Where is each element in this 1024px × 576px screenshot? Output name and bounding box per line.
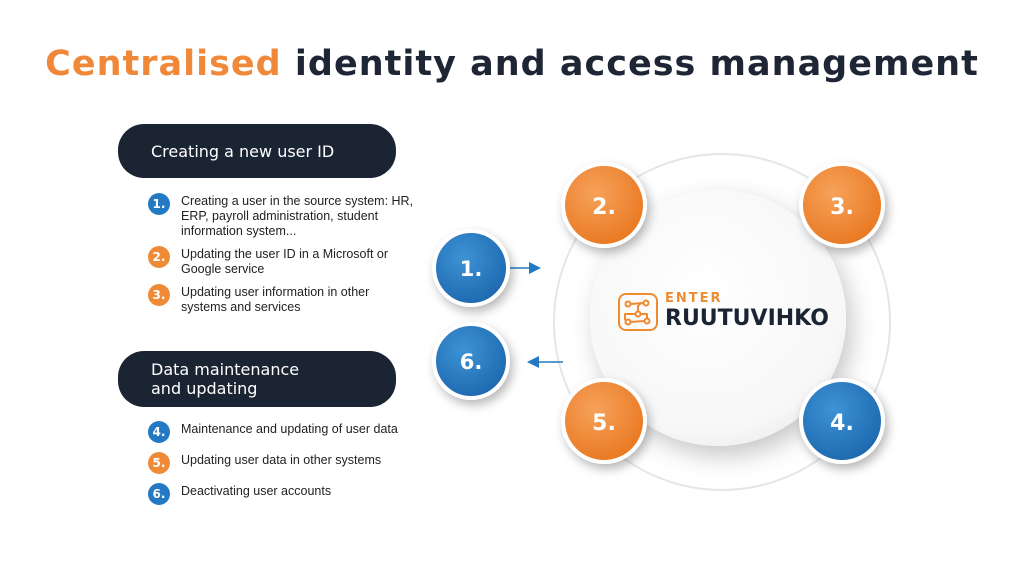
list-item: 4. Maintenance and updating of user data [148, 421, 416, 443]
center-disc [590, 190, 846, 446]
step-label-1: 1. [460, 257, 483, 281]
step-badge: 6. [148, 483, 170, 505]
list-item-text: Maintenance and updating of user data [181, 422, 398, 436]
step-circle-1: 1. [432, 229, 510, 307]
step-circle-5: 5. [561, 378, 647, 464]
title-rest: identity and access management [281, 44, 979, 84]
circuit-logo-icon [618, 293, 658, 331]
list-item: 6. Deactivating user accounts [148, 483, 416, 505]
step-badge: 4. [148, 421, 170, 443]
maintenance-steps-list: 4. Maintenance and updating of user data… [148, 421, 416, 513]
list-item: 2. Updating the user ID in a Microsoft o… [148, 246, 416, 277]
section-header-create-label: Creating a new user ID [151, 141, 335, 161]
section-header-maintenance-line1: Data maintenance [151, 360, 300, 379]
step-label-2: 2. [592, 195, 616, 220]
title-accent: Centralised [45, 44, 282, 84]
logo-small-text: ENTER [665, 291, 723, 306]
create-steps-list: 1. Creating a user in the source system:… [148, 193, 416, 323]
logo-main-text: RUUTUVIHKO [665, 306, 829, 331]
step-badge: 2. [148, 246, 170, 268]
outer-ring [553, 153, 891, 491]
step-label-3: 3. [830, 195, 854, 220]
step-circle-2: 2. [561, 162, 647, 248]
brand-logo: ENTER RUUTUVIHKO [665, 292, 829, 332]
section-header-create: Creating a new user ID [118, 124, 396, 178]
step-label-4: 4. [830, 411, 854, 436]
section-header-maintenance: Data maintenance and updating [118, 351, 396, 407]
step-circle-4: 4. [799, 378, 885, 464]
list-item-text: Creating a user in the source system: HR… [181, 194, 414, 238]
section-header-maintenance-line2: and updating [151, 379, 258, 398]
step-circle-3: 3. [799, 162, 885, 248]
step-label-6: 6. [460, 350, 483, 374]
step-badge: 1. [148, 193, 170, 215]
list-item: 1. Creating a user in the source system:… [148, 193, 416, 239]
step-badge: 3. [148, 284, 170, 306]
step-circle-6: 6. [432, 322, 510, 400]
page-title: Centralised identity and access manageme… [0, 44, 1024, 84]
step-label-5: 5. [592, 411, 616, 436]
list-item-text: Updating the user ID in a Microsoft or G… [181, 247, 389, 276]
list-item: 5. Updating user data in other systems [148, 452, 416, 474]
list-item: 3. Updating user information in other sy… [148, 284, 416, 315]
step-badge: 5. [148, 452, 170, 474]
list-item-text: Updating user data in other systems [181, 453, 382, 467]
list-item-text: Updating user information in other syste… [181, 285, 370, 314]
list-item-text: Deactivating user accounts [181, 484, 332, 498]
